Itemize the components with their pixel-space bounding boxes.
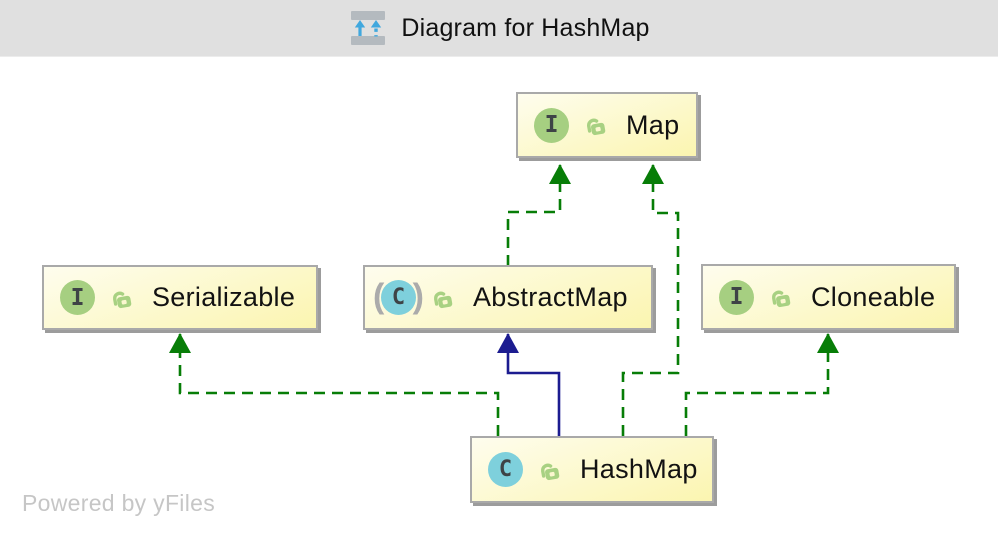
node-abstractmap[interactable]: ( C ) AbstractMap [363,265,653,330]
node-cloneable[interactable]: I Cloneable [701,264,956,330]
node-label: Cloneable [811,281,936,312]
edge-abstractmap-implements-map [506,164,571,266]
public-lock-icon [772,290,791,308]
node-label: AbstractMap [473,282,628,312]
public-lock-icon [587,118,606,136]
abstract-paren-close: ) [412,277,424,316]
edge-hashmap-implements-cloneable [684,333,839,436]
node-serializable[interactable]: I Serializable [42,265,318,330]
node-label: Serializable [152,282,296,312]
public-lock-icon [434,291,453,308]
interface-icon: I [719,279,754,315]
public-lock-icon [541,463,560,480]
class-icon: C [488,452,523,487]
edge-hashmap-extends-abstractmap [497,333,561,436]
public-lock-icon [113,291,132,308]
node-label: HashMap [580,454,698,484]
node-hashmap[interactable]: C HashMap [470,436,714,503]
diagram-canvas[interactable]: I Map I Serializable [0,58,998,536]
yfiles-watermark: Powered by yFiles [22,490,216,516]
class-icon: C [381,280,416,315]
abstract-class-icon: ( C ) [373,279,424,315]
title-bar: Diagram for HashMap [0,0,998,57]
window-title: Diagram for HashMap [401,13,650,42]
node-map[interactable]: I Map [516,92,698,158]
node-label: Map [626,109,680,140]
interface-icon: I [534,107,569,143]
edge-hashmap-implements-serializable [169,333,500,436]
interface-icon: I [60,280,95,315]
diagram-hierarchy-icon [351,11,386,45]
abstract-paren-open: ( [373,277,385,316]
